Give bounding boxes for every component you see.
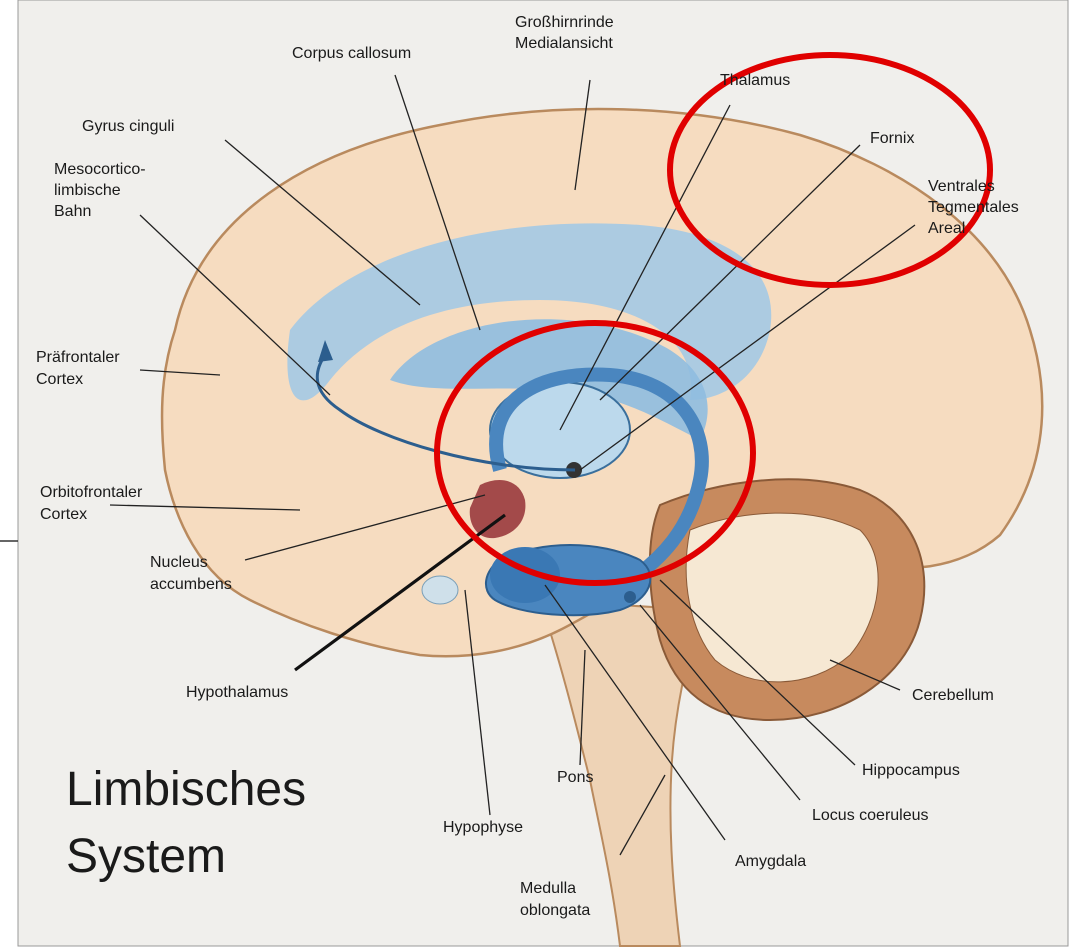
label-amygdala: Amygdala <box>735 853 806 870</box>
label-gyrus-cinguli: Gyrus cinguli <box>82 118 174 135</box>
label-hypophyse: Hypophyse <box>443 819 523 836</box>
locus-coeruleus-dot <box>624 591 636 603</box>
label-locus-coeruleus: Locus coeruleus <box>812 807 929 824</box>
label-corpus-callosum: Corpus callosum <box>292 45 411 62</box>
label-pons: Pons <box>557 769 593 786</box>
label-thalamus: Thalamus <box>720 72 790 89</box>
hypophysis-shape <box>422 576 458 604</box>
label-hypothalamus: Hypothalamus <box>186 684 288 701</box>
label-hippocampus: Hippocampus <box>862 762 960 779</box>
label-cerebellum: Cerebellum <box>912 687 994 704</box>
label-fornix: Fornix <box>870 130 914 147</box>
